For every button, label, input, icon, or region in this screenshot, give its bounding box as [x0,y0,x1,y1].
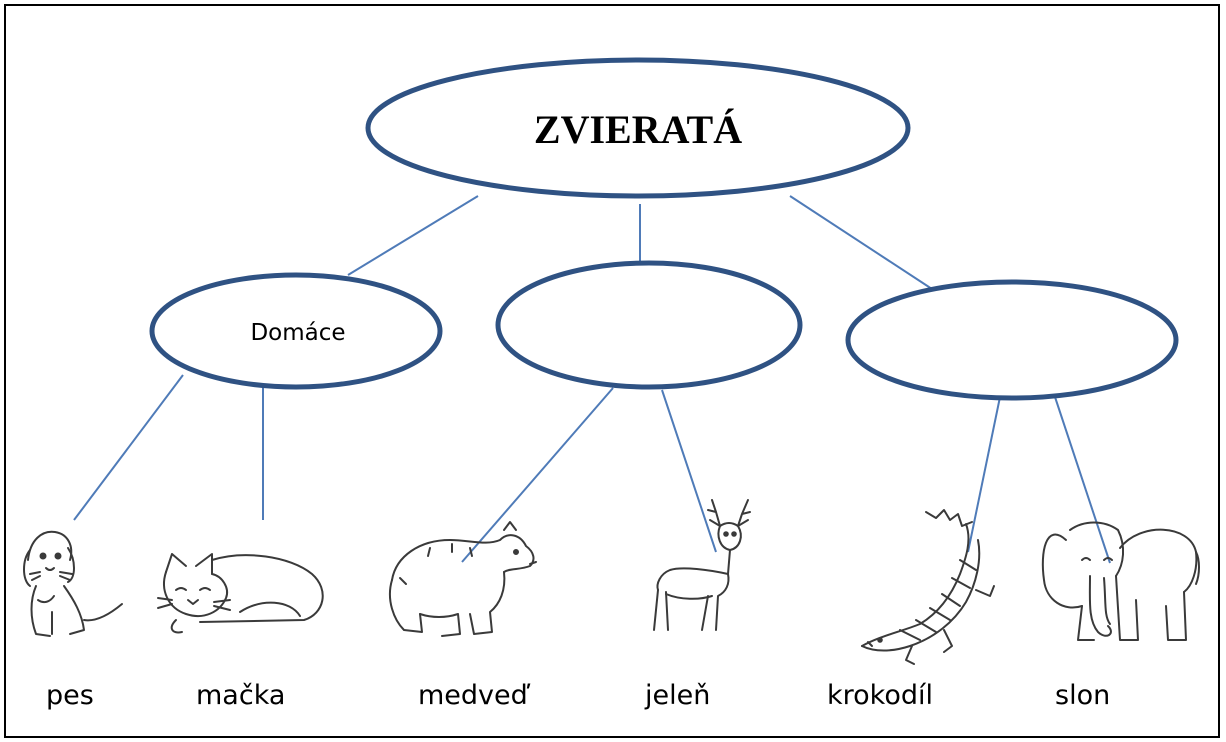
animal-label-krokodil: krokodíl [827,680,933,711]
connector-title-domace [347,195,479,276]
category-node-2 [495,260,803,390]
category-ellipse [495,260,803,390]
title-text: ZVIERATÁ [534,107,742,152]
connector-category3-krokodil [967,396,1001,553]
cat-icon [157,553,324,634]
connector-category2-jelen [661,389,717,553]
category-ellipse [845,279,1179,401]
title-ellipse [365,57,911,199]
connector-lines [73,195,1111,564]
crocodile-icon [861,509,995,665]
deer-icon [653,499,751,631]
connector-domace-pes [73,374,184,521]
title-node: ZVIERATÁ [365,57,911,199]
animal-label-jelen: jeleň [645,680,711,711]
connector-category2-medved [461,387,614,563]
animal-label-pes: pes [46,680,94,711]
connector-category3-slon [1054,396,1111,564]
dog-icon [23,530,123,637]
elephant-icon [1041,521,1200,641]
category-label: Domáce [250,320,345,346]
connector-title-category3 [789,195,933,290]
animal-label-slon: slon [1055,680,1111,711]
category-node-domace: Domáce [149,272,443,390]
category-ellipse [149,272,443,390]
animal-label-macka: mačka [196,680,286,711]
animal-label-medved: medveď [418,680,528,711]
worksheet-frame [4,4,1220,738]
category-node-3 [845,279,1179,401]
bear-icon [388,521,537,637]
